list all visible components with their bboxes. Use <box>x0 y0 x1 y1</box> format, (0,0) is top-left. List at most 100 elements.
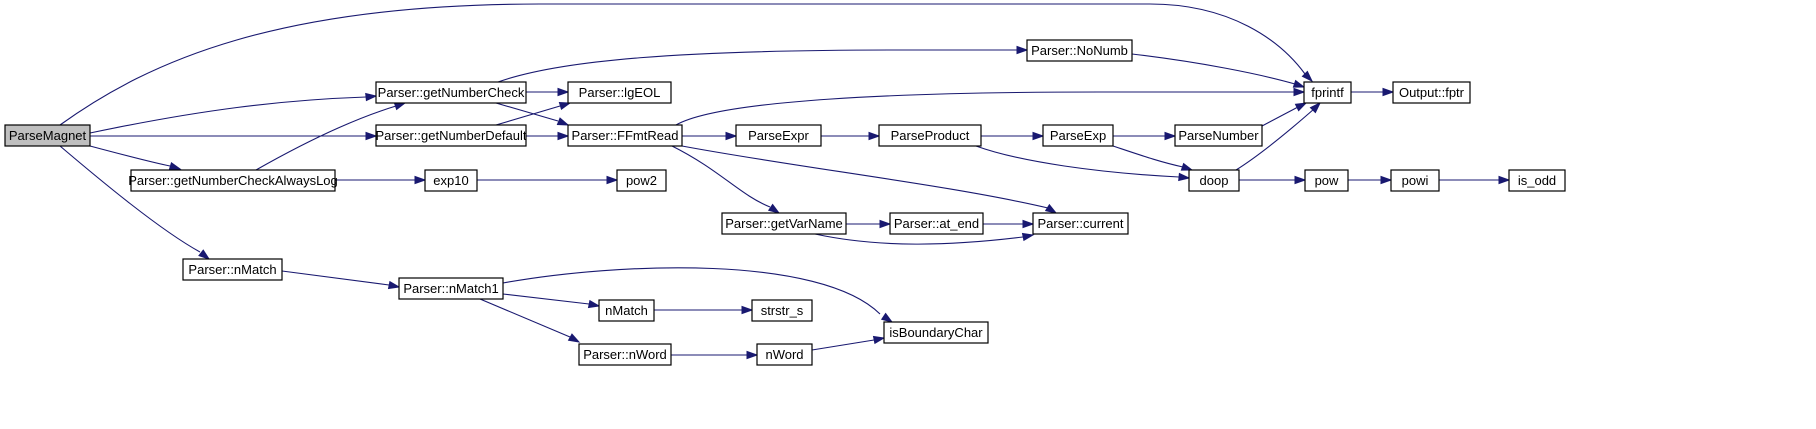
edge-line <box>89 145 171 167</box>
node-box[interactable] <box>883 321 989 344</box>
node-ParseProduct[interactable]: ParseProduct <box>878 124 982 147</box>
node-box[interactable] <box>889 212 984 235</box>
node-box[interactable] <box>375 81 527 104</box>
node-box[interactable] <box>1032 212 1129 235</box>
node-box[interactable] <box>616 169 667 192</box>
node-nMatchP[interactable]: Parser::nMatch <box>182 258 283 281</box>
node-label: Parser::current <box>1038 216 1124 231</box>
node-label: Parser::at_end <box>894 216 979 231</box>
node-label: pow2 <box>626 173 657 188</box>
edge-nMatchP-to-nMatch1 <box>281 270 401 290</box>
edge-pow-to-powi <box>1348 175 1393 185</box>
node-box[interactable] <box>1508 169 1566 192</box>
node-ParseExpr[interactable]: ParseExpr <box>735 124 822 147</box>
arrowhead-icon <box>556 117 570 126</box>
node-box[interactable] <box>398 277 504 300</box>
node-getVarName[interactable]: Parser::getVarName <box>721 212 847 235</box>
edge-getVarName-to-at_end <box>846 219 892 229</box>
edge-powi-to-is_odd <box>1439 175 1511 185</box>
node-box[interactable] <box>578 343 672 366</box>
arrowhead-icon <box>567 333 581 343</box>
edge-line <box>495 105 561 126</box>
edge-nWord-to-isBoundaryChar <box>811 335 886 351</box>
edge-getNumberCheck-to-lgEOL <box>526 87 570 97</box>
arrowhead-icon <box>414 175 427 185</box>
node-pow2[interactable]: pow2 <box>616 169 667 192</box>
node-label: nWord <box>765 347 803 362</box>
node-is_odd[interactable]: is_odd <box>1508 169 1566 192</box>
arrowhead-icon <box>1178 172 1191 182</box>
node-box[interactable] <box>721 212 847 235</box>
arrowhead-icon <box>1032 131 1045 141</box>
node-box[interactable] <box>1303 81 1352 104</box>
node-strstr_s[interactable]: strstr_s <box>751 299 813 322</box>
node-label: Parser::getNumberCheckAlwaysLog <box>128 173 338 188</box>
node-box[interactable] <box>756 343 813 366</box>
node-lgEOL[interactable]: Parser::lgEOL <box>567 81 672 104</box>
node-nMatch[interactable]: nMatch <box>598 299 655 322</box>
node-label: exp10 <box>433 173 468 188</box>
node-box[interactable] <box>130 169 336 192</box>
node-box[interactable] <box>567 81 672 104</box>
edge-FFmtRead-to-ParseExpr <box>682 131 738 141</box>
node-label: Parser::FFmtRead <box>572 128 679 143</box>
node-box[interactable] <box>1042 124 1114 147</box>
edge-line <box>479 298 571 338</box>
node-isBoundaryChar[interactable]: isBoundaryChar <box>883 321 989 344</box>
node-powi[interactable]: powi <box>1390 169 1440 192</box>
node-label: fprintf <box>1311 85 1344 100</box>
arrowhead-icon <box>879 219 892 229</box>
edge-FFmtRead-to-current <box>681 145 1058 214</box>
node-getNumberCheckAlwaysLog[interactable]: Parser::getNumberCheckAlwaysLog <box>128 169 338 192</box>
edge-getNumberCheck-to-FFmtRead <box>495 102 570 126</box>
node-box[interactable] <box>598 299 655 322</box>
node-nWord[interactable]: nWord <box>756 343 813 366</box>
node-box[interactable] <box>1174 124 1263 147</box>
node-ParseMagnet[interactable]: ParseMagnet <box>4 124 91 147</box>
node-box[interactable] <box>751 299 813 322</box>
node-box[interactable] <box>1390 169 1440 192</box>
node-fprintf[interactable]: fprintf <box>1303 81 1352 104</box>
node-label: nMatch <box>605 303 648 318</box>
node-label: Parser::nMatch1 <box>403 281 498 296</box>
node-label: pow <box>1315 173 1339 188</box>
edge-ParseExpr-to-ParseProduct <box>821 131 881 141</box>
node-getNumberDefault[interactable]: Parser::getNumberDefault <box>375 124 527 147</box>
node-label: Parser::getNumberCheck <box>378 85 525 100</box>
node-box[interactable] <box>735 124 822 147</box>
node-box[interactable] <box>375 124 527 147</box>
arrowhead-icon <box>1044 203 1058 214</box>
node-nMatch1[interactable]: Parser::nMatch1 <box>398 277 504 300</box>
node-box[interactable] <box>182 258 283 281</box>
node-pow[interactable]: pow <box>1304 169 1349 192</box>
node-label: Parser::getVarName <box>725 216 843 231</box>
node-label: ParseProduct <box>891 128 970 143</box>
arrowhead-icon <box>1164 131 1177 141</box>
node-label: Parser::lgEOL <box>579 85 661 100</box>
node-box[interactable] <box>1304 169 1349 192</box>
node-current[interactable]: Parser::current <box>1032 212 1129 235</box>
node-fptr[interactable]: Output::fptr <box>1392 81 1471 104</box>
arrowhead-icon <box>1382 87 1395 97</box>
arrowhead-icon <box>1292 79 1306 88</box>
arrowhead-icon <box>746 350 759 360</box>
node-ParseExp[interactable]: ParseExp <box>1042 124 1114 147</box>
node-getNumberCheck[interactable]: Parser::getNumberCheck <box>375 81 527 104</box>
node-NoNumb[interactable]: Parser::NoNumb <box>1026 39 1133 62</box>
node-exp10[interactable]: exp10 <box>424 169 478 192</box>
node-box[interactable] <box>567 124 683 147</box>
node-ParseNumber[interactable]: ParseNumber <box>1174 124 1263 147</box>
arrowhead-icon <box>1294 102 1308 112</box>
node-FFmtRead[interactable]: Parser::FFmtRead <box>567 124 683 147</box>
node-box[interactable] <box>424 169 478 192</box>
node-box[interactable] <box>4 124 91 147</box>
node-box[interactable] <box>1188 169 1240 192</box>
node-doop[interactable]: doop <box>1188 169 1240 192</box>
node-box[interactable] <box>1026 39 1133 62</box>
node-nWordP[interactable]: Parser::nWord <box>578 343 672 366</box>
node-at_end[interactable]: Parser::at_end <box>889 212 984 235</box>
node-box[interactable] <box>878 124 982 147</box>
arrowhead-icon <box>741 305 754 315</box>
node-box[interactable] <box>1392 81 1471 104</box>
edge-NoNumb-to-fprintf <box>1131 53 1306 88</box>
